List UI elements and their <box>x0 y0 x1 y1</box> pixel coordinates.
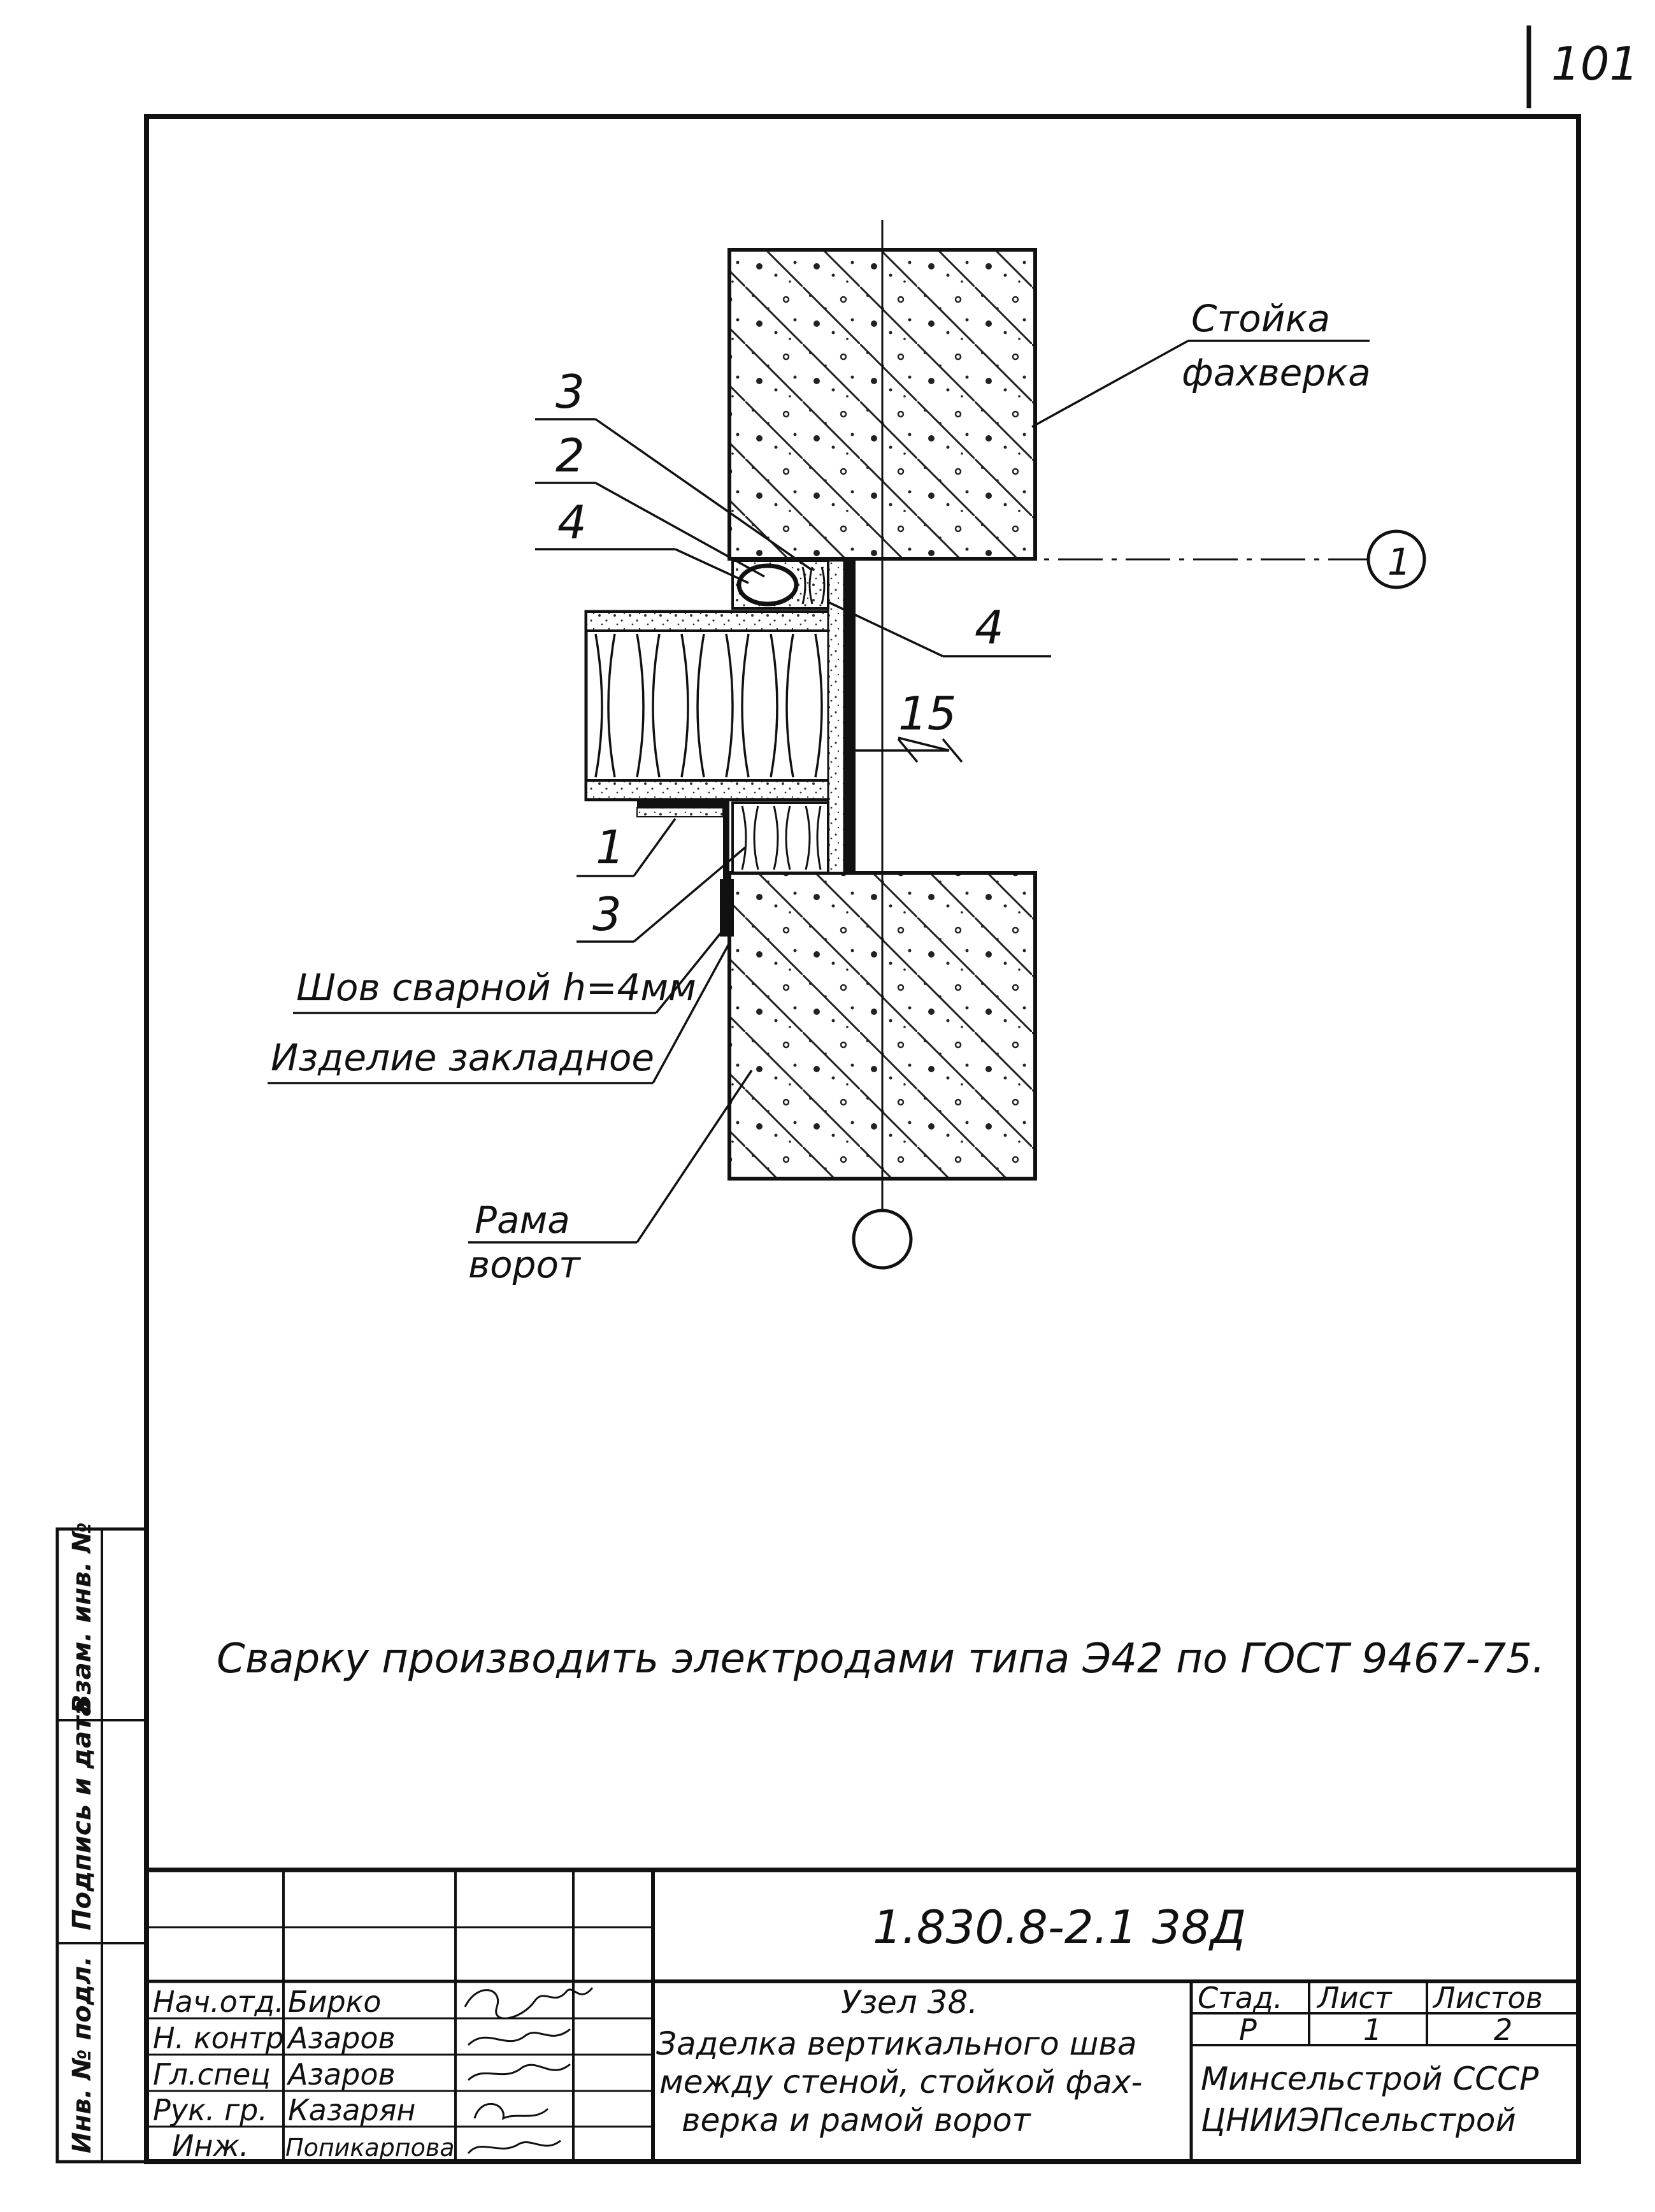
svg-text:101: 101 <box>1551 37 1638 90</box>
callout-1: 1 <box>596 821 625 874</box>
org-line-2: ЦНИИЭПсельстрой <box>1201 2102 1516 2139</box>
sheet-number: 101 <box>1526 25 1638 108</box>
staff-role: Нач.отд. <box>153 1985 284 2019</box>
staff-role: Гл.спец <box>153 2057 271 2092</box>
staff-table: Нач.отд. Бирко Н. контр Азаров Гл.спец А… <box>153 1985 455 2163</box>
document-code: 1.830.8-2.1 38Д <box>873 1900 1246 1954</box>
sealant-cord <box>731 559 829 610</box>
callout-3-top: 3 <box>555 365 585 419</box>
staff-role: Инж. <box>172 2129 249 2163</box>
vertical-plate <box>844 561 856 873</box>
signatures <box>464 1987 594 2155</box>
gate-frame-panel <box>584 610 846 801</box>
header-sheet: Лист <box>1316 1981 1393 2015</box>
stamp-inv-podl: Инв. № подл. <box>68 1956 97 2153</box>
header-sheets: Листов <box>1432 1981 1543 2015</box>
value-sheets: 2 <box>1494 2013 1512 2047</box>
value-stage: Р <box>1239 2013 1257 2047</box>
stamp-vzam-inv: Взам. инв. № <box>68 1522 97 1714</box>
staff-name: Бирко <box>288 1985 382 2019</box>
title-line-3: между стеной, стойкой фах- <box>659 2064 1142 2101</box>
title-line-1: Узел 38. <box>841 1984 978 2021</box>
staff-name: Казарян <box>288 2093 415 2127</box>
embedded-angle <box>636 801 734 937</box>
label-vorot: ворот <box>468 1243 582 1286</box>
axis-marker-1 <box>1366 529 1426 589</box>
value-sheet: 1 <box>1363 2013 1382 2047</box>
title-line-2: Заделка вертикального шва <box>656 2025 1136 2062</box>
label-stoika: Стойка <box>1191 297 1330 340</box>
drawing-frame <box>144 114 1581 2164</box>
title-block <box>147 1867 1579 2162</box>
staff-role: Н. контр <box>153 2021 284 2055</box>
axis-label-1: 1 <box>1387 540 1411 584</box>
staff-name: Азаров <box>286 2021 396 2055</box>
leader-lines <box>268 340 1370 1244</box>
side-stamp: Инв. № подл. Подпись и дата Взам. инв. № <box>55 1522 148 2164</box>
title-line-4: верка и рамой ворот <box>682 2102 1032 2139</box>
lower-insulation <box>731 801 829 874</box>
label-embedded: Изделие закладное <box>271 1036 654 1079</box>
dimension-15: 15 <box>898 687 957 740</box>
callout-4-left: 4 <box>557 496 587 549</box>
label-fakhverka: фахверка <box>1182 351 1371 394</box>
header-stage: Стад. <box>1198 1981 1283 2015</box>
org-line-1: Минсельстрой СССР <box>1201 2060 1539 2097</box>
staff-role: Рук. гр. <box>153 2093 268 2127</box>
staff-name: Попикарпова <box>285 2134 455 2162</box>
welding-note: Сварку производить электродами типа Э42 … <box>217 1635 1545 1683</box>
callout-4-right: 4 <box>975 601 1004 654</box>
stamp-podpis-data: Подпись и дата <box>68 1699 97 1930</box>
mastic-strip <box>827 559 845 874</box>
callout-3-bottom: 3 <box>592 887 622 941</box>
staff-name: Азаров <box>286 2057 396 2092</box>
label-rama: Рама <box>475 1198 570 1242</box>
callout-2: 2 <box>555 429 585 482</box>
axis-marker-bottom <box>852 1209 913 1270</box>
label-weld: Шов сварной h=4мм <box>296 966 696 1009</box>
